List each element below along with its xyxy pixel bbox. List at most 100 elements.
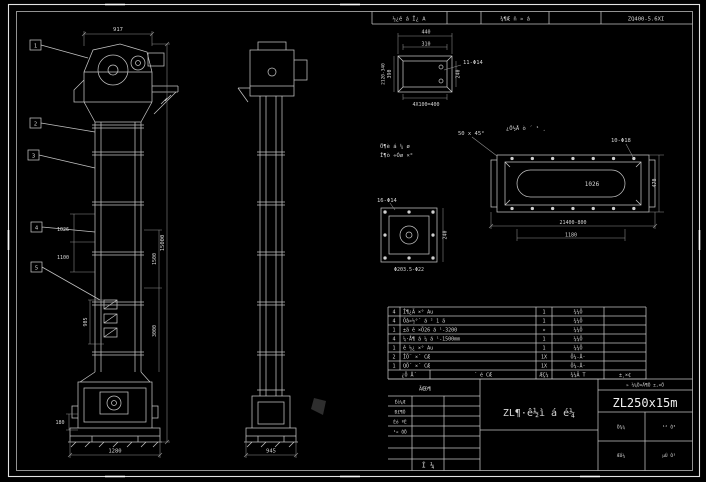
sig-row: Éó ºË	[393, 418, 407, 426]
row-qty: 2	[392, 355, 395, 361]
row-count: 1X	[541, 364, 547, 370]
dim-2120-340: 2120-340	[381, 63, 387, 85]
detail-a-outline	[397, 55, 453, 93]
header-remark: ±¸×¢	[619, 373, 631, 379]
detail-a-dim-lines	[393, 33, 462, 100]
revision-cell-3: ZQ400-5.6XI	[628, 17, 664, 23]
row-mat: ¾¼Ö	[573, 309, 582, 316]
row-desc: QÖ´ ×´ CÆ	[403, 363, 430, 370]
side-flanges	[257, 151, 285, 391]
motor-platform	[147, 52, 179, 115]
revision-strip-grid	[371, 11, 693, 25]
header-count: ÆÇ¼	[539, 373, 548, 379]
sig-row: Ð£¶Ô	[395, 409, 406, 416]
side-dim-lines	[243, 438, 299, 458]
dim-390: 390	[387, 69, 393, 78]
row-mat: ¾¼Ö	[573, 318, 582, 325]
dim-1500: 1500	[152, 253, 158, 265]
label-10-holes: 10-Φ18	[611, 138, 631, 144]
row-desc: ÎÖ¨ ×´ CÆ	[403, 354, 430, 361]
inner-border	[16, 11, 693, 471]
dim-1280: 1280	[108, 449, 121, 455]
chamfer-note: 50 x 45°	[458, 131, 485, 137]
dim-917: 917	[113, 27, 123, 33]
cell-date: ÆÚ¼	[617, 452, 625, 459]
dim-240-c: 240	[443, 230, 449, 239]
revision-cell-2: ¾¶Æ ñ » á	[500, 16, 530, 23]
dim-1100-left: 1100	[57, 255, 69, 261]
detail-b-slot	[516, 169, 626, 198]
balloon-3: 3	[32, 154, 35, 160]
row-count: 1	[542, 337, 545, 343]
casing-flanges	[92, 124, 144, 356]
row-count: 1	[542, 319, 545, 325]
sig-row: Éè¼Æ	[395, 398, 406, 406]
row-qty: 1	[392, 364, 395, 370]
head-pulley-circle	[97, 54, 129, 86]
row-qty: 1	[392, 328, 395, 334]
row-qty: 1	[392, 346, 395, 352]
detail-b-dim-lines	[471, 136, 664, 241]
detail-view-c: 16-Φ14 Φ203.5-Φ22 240	[377, 198, 449, 273]
row-desc: ¼·Å¶ á ¼ á ¹-1500mm	[403, 336, 460, 343]
dim-905: 905	[83, 317, 89, 326]
row-desc: ±ä ê ×Ö26 á ¹-3200	[403, 327, 457, 334]
balloon-4: 4	[35, 226, 39, 232]
row-qty: 4	[392, 319, 395, 325]
dim-1180: 1180	[565, 233, 577, 239]
row-desc: Î¶¿Ä ×° Au	[403, 309, 433, 316]
balloon-1: 1	[34, 44, 37, 50]
org-label: ÄŒÐ¶	[419, 386, 431, 393]
bucket-detail	[103, 299, 118, 338]
row-qty: 4	[392, 310, 395, 316]
title-block-grid	[388, 378, 693, 471]
balloon-5: 5	[35, 266, 38, 272]
detail-c-dim-lines	[389, 202, 444, 262]
side-outline	[237, 41, 308, 448]
detail-view-b: Ö¶è á ¼ ø Î¶ò ÷Óø ×° 50 x 45° ¿Ö½Å ò ´ ¹…	[380, 125, 664, 241]
detail-a-hole-2	[438, 78, 444, 84]
model-number: ZL250x15m	[612, 396, 677, 410]
note-line-1: Ö¶è á ¼ ø	[380, 143, 410, 150]
row-count: »	[542, 328, 545, 334]
drawing-title: ZL¶·ê½ì á é¼	[503, 407, 575, 419]
parts-table: 4 Î¶¿Ä ×° Au 1 ¾¼Ö 4 Öâ»½°´ á ² 1 ä 1 ¾¼…	[387, 306, 647, 380]
dim-15000: 15000	[160, 235, 166, 252]
balloon-leaders	[27, 39, 101, 301]
detail-c-bore-inner	[405, 231, 413, 239]
detail-b-outline	[490, 154, 656, 213]
header-material: ¾¼Ä T	[570, 372, 585, 379]
cell-scale: Ö¾¼	[617, 424, 625, 431]
row-mat: Ö¼-Å·	[570, 354, 585, 361]
detail-c-bore	[399, 225, 419, 245]
slot-length-label: 1026	[585, 181, 600, 188]
detail-a-hole-1	[438, 64, 444, 70]
drive-sprocket-circle	[130, 55, 146, 71]
row-mat: ¼¼Ö	[573, 345, 582, 352]
centering-marks	[7, 3, 701, 478]
note-line-2: Î¶ò ÷Óø ×°	[380, 152, 413, 159]
bottom-label: Í ¼	[422, 461, 435, 470]
drive-shaft-circle	[135, 60, 141, 66]
dim-21400: 21400-800	[559, 220, 586, 226]
front-dim-lines	[66, 31, 170, 458]
detail-view-a: 440 310 390 2120-340 240 4X100=400 11-Φ1…	[381, 30, 484, 109]
sheet-border	[7, 3, 701, 478]
row-count: 1	[542, 310, 545, 316]
dim-440: 440	[421, 30, 430, 36]
boot-shaft-circle	[111, 400, 117, 406]
side-shaft-circle	[267, 67, 277, 77]
header-name: ´ é CÆ	[474, 372, 492, 379]
label-11-holes: 11-Φ14	[463, 60, 484, 66]
row-count: 1	[542, 346, 545, 352]
title-note-small: » ½¼Ö×Ä¶Ö ±,×Ö	[626, 382, 664, 389]
dim-4x100: 4X100=400	[412, 102, 439, 108]
revision-cell-1: ½¿ê á Î¿ A	[392, 16, 426, 23]
row-desc: ê ½¿ ×° Au	[403, 345, 433, 352]
head-shaft-circle	[107, 64, 119, 76]
balloon-2: 2	[34, 122, 37, 128]
label-16-holes: 16-Φ14	[377, 198, 398, 204]
row-qty: 4	[392, 337, 395, 343]
